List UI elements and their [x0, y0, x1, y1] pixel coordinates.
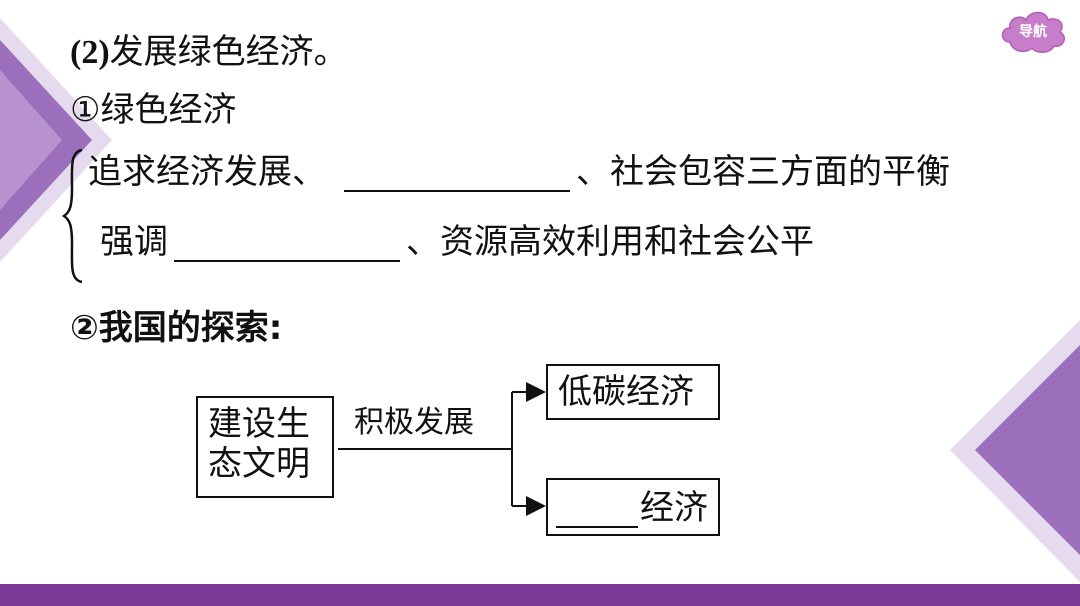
fill-blank-1[interactable]	[344, 152, 570, 192]
line2-text-b: 、资源高效利用和社会公平	[406, 222, 814, 262]
nav-button[interactable]: 导航	[996, 6, 1070, 56]
source-line-1: 建设生	[208, 404, 310, 444]
line1-text-b: 、社会包容三方面的平衡	[576, 152, 950, 192]
subheading-exploration: ②我国的探索:	[70, 308, 283, 348]
target-box-second: 经济	[546, 478, 720, 536]
line2-text-a: 强调	[100, 222, 168, 262]
source-line-2: 态文明	[208, 444, 310, 484]
heading-text: 发展绿色经济。	[109, 32, 348, 72]
bottom-bar	[0, 584, 1080, 606]
source-box: 建设生 态文明	[196, 396, 334, 498]
line1-text-a: 追求经济发展、	[88, 152, 326, 192]
bullet-line-1: 追求经济发展、 、社会包容三方面的平衡	[88, 152, 950, 192]
curly-brace	[62, 148, 83, 284]
nav-label: 导航	[1019, 24, 1047, 40]
cloud-icon	[1001, 11, 1065, 53]
right-decoration	[950, 320, 1080, 582]
heading-number: (2)	[70, 34, 110, 71]
fill-blank-3[interactable]	[556, 492, 638, 528]
target1-label: 低碳经济	[558, 372, 694, 412]
subheading-green-economy: ①绿色经济	[70, 90, 237, 130]
target-box-low-carbon: 低碳经济	[546, 364, 720, 420]
fill-blank-2[interactable]	[174, 222, 400, 262]
target2-label: 经济	[640, 488, 708, 528]
left-decoration	[0, 18, 112, 262]
bullet-line-2: 强调 、资源高效利用和社会公平	[100, 222, 814, 262]
section-heading: (2)发展绿色经济。	[70, 32, 348, 73]
edge-label: 积极发展	[354, 405, 474, 440]
